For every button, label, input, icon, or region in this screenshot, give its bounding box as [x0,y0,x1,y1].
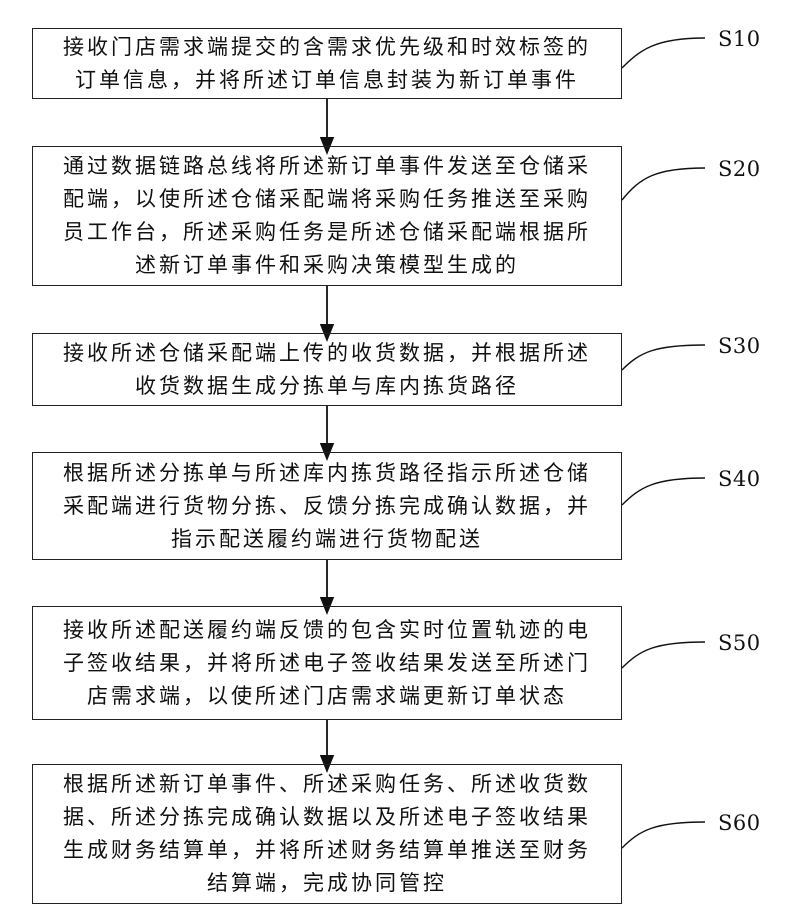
leader-s40 [622,478,705,505]
step-s40-line-1: 根据所述分拣单与所述库内拣货路径指示所述仓储 [63,461,591,485]
step-box-s50: 接收所述配送履约端反馈的包含实时位置轨迹的电 子签收结果，并将所述电子签收结果发… [32,606,622,720]
step-s60-line-2: 据、所述分拣完成确认数据以及所述电子签收结果 [63,805,591,829]
step-box-s30: 接收所述仓储采配端上传的收货数据，并根据所述 收货数据生成分拣单与库内拣货路径 [32,333,622,406]
step-box-s60: 根据所述新订单事件、所述采购任务、所述收货数 据、所述分拣完成确认数据以及所述电… [32,764,622,904]
step-text-s30: 接收所述仓储采配端上传的收货数据，并根据所述 收货数据生成分拣单与库内拣货路径 [51,337,603,403]
step-s50-line-2: 子签收结果，并将所述电子签收结果发送至所述门 [63,651,591,675]
step-s40-line-2: 采配端进行货物分拣、反馈分拣完成确认数据，并 [63,494,591,518]
step-box-s20: 通过数据链路总线将所述新订单事件发送至仓储采 配端，以使所述仓储采配端将采购任务… [32,146,622,286]
leader-s10 [622,38,705,68]
step-label-s10: S10 [718,27,761,51]
step-s30-line-1: 接收所述仓储采配端上传的收货数据，并根据所述 [63,341,591,365]
step-s40-line-3: 指示配送履约端进行货物配送 [171,527,483,551]
step-text-s10: 接收门店需求端提交的含需求优先级和时效标签的 订单信息，并将所述订单信息封装为新… [51,31,603,97]
step-s30-line-2: 收货数据生成分拣单与库内拣货路径 [135,374,519,398]
leader-s30 [622,345,705,370]
step-s20-line-4: 述新订单事件和采购决策模型生成的 [135,253,519,277]
step-s60-line-4: 结算端，完成协同管控 [207,871,447,895]
step-s10-line-2: 订单信息，并将所述订单信息封装为新订单事件 [75,68,579,92]
step-text-s20: 通过数据链路总线将所述新订单事件发送至仓储采 配端，以使所述仓储采配端将采购任务… [51,150,603,282]
step-s60-line-1: 根据所述新订单事件、所述采购任务、所述收货数 [63,772,591,796]
step-label-s60: S60 [718,811,761,835]
step-label-s20: S20 [718,157,761,181]
step-s20-line-3: 员工作台，所述采购任务是所述仓储采配端根据所 [63,220,591,244]
step-s50-line-3: 店需求端，以使所述门店需求端更新订单状态 [87,684,567,708]
step-s50-line-1: 接收所述配送履约端反馈的包含实时位置轨迹的电 [63,618,591,642]
step-label-s40: S40 [718,467,761,491]
step-s60-line-3: 生成财务结算单，并将所述财务结算单推送至财务 [63,838,591,862]
step-text-s60: 根据所述新订单事件、所述采购任务、所述收货数 据、所述分拣完成确认数据以及所述电… [51,768,603,900]
step-label-s30: S30 [718,334,761,358]
step-text-s50: 接收所述配送履约端反馈的包含实时位置轨迹的电 子签收结果，并将所述电子签收结果发… [51,614,603,713]
step-label-s50: S50 [718,631,761,655]
step-s20-line-2: 配端，以使所述仓储采配端将采购任务推送至采购 [63,187,591,211]
leader-s60 [622,822,705,848]
step-s20-line-1: 通过数据链路总线将所述新订单事件发送至仓储采 [63,154,591,178]
step-text-s40: 根据所述分拣单与所述库内拣货路径指示所述仓储 采配端进行货物分拣、反馈分拣完成确… [51,457,603,556]
step-box-s10: 接收门店需求端提交的含需求优先级和时效标签的 订单信息，并将所述订单信息封装为新… [32,28,622,99]
leader-s50 [622,642,705,668]
step-box-s40: 根据所述分拣单与所述库内拣货路径指示所述仓储 采配端进行货物分拣、反馈分拣完成确… [32,452,622,560]
step-s10-line-1: 接收门店需求端提交的含需求优先级和时效标签的 [63,35,591,59]
leader-s20 [622,168,705,200]
